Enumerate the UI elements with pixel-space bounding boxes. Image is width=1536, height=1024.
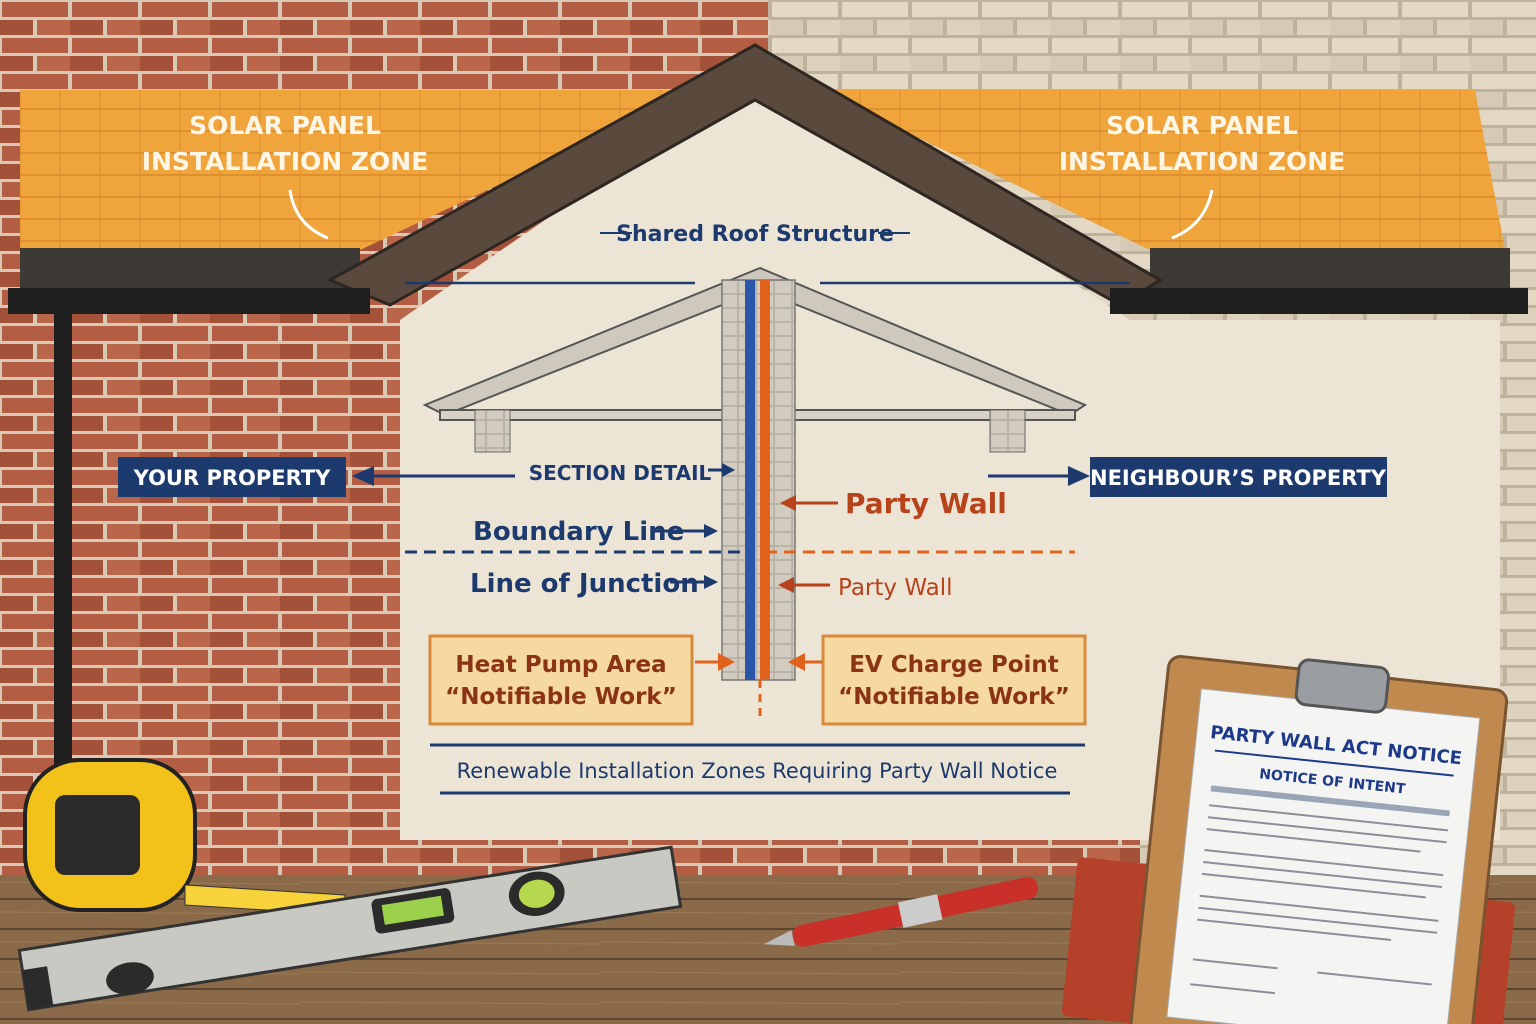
downpipe — [54, 314, 72, 764]
gutter-left — [8, 288, 370, 314]
orange-membrane — [760, 280, 770, 680]
line-of-junction-label: Line of Junction — [470, 569, 699, 599]
ev-charge-title: EV Charge Point — [849, 652, 1059, 678]
your-property-badge — [118, 457, 346, 497]
arrow-icon — [288, 189, 329, 240]
section-detail-label: SECTION DETAIL — [529, 461, 712, 485]
notice-body-text-lines — [1190, 804, 1448, 995]
party-wall-section — [721, 279, 796, 681]
solar-zone-right-line2: INSTALLATION ZONE — [1059, 147, 1346, 176]
arrow-icon — [718, 653, 735, 671]
roof-right-eave-tiles — [1150, 248, 1510, 288]
diagram-caption: Renewable Installation Zones Requiring P… — [457, 759, 1058, 783]
party-wall-label-upper: Party Wall — [845, 487, 1007, 520]
gutter-right — [1110, 288, 1528, 314]
heat-pump-box: Heat Pump Area “Notifiable Work” — [428, 634, 694, 726]
arrow-icon — [1171, 189, 1214, 240]
neighbours-property-badge — [1090, 457, 1387, 497]
heat-pump-title: Heat Pump Area — [455, 652, 666, 678]
blue-membrane — [745, 280, 755, 680]
pen — [763, 877, 1039, 947]
roof-left-solar-zone — [20, 90, 700, 250]
boundary-line-label: Boundary Line — [473, 517, 684, 547]
roof-right-solar-zone — [820, 90, 1505, 250]
solar-zone-left-line1: SOLAR PANEL — [189, 111, 381, 140]
your-property-label: YOUR PROPERTY — [133, 466, 332, 490]
roof-left-eave-tiles — [20, 248, 360, 288]
ev-charge-box: EV Charge Point “Notifiable Work” — [821, 634, 1087, 726]
party-wall-label-lower: Party Wall — [838, 575, 952, 601]
arrow-left-icon — [352, 466, 374, 486]
heat-pump-subtitle: “Notifiable Work” — [445, 684, 677, 710]
clipboard-clip — [1294, 658, 1390, 714]
spirit-level — [17, 845, 683, 1012]
arrow-icon — [788, 653, 805, 671]
arrow-right-icon — [1068, 466, 1090, 486]
party-wall-notice-clipboard[interactable]: PARTY WALL ACT NOTICE NOTICE OF INTENT — [1060, 638, 1536, 1024]
shared-roof-label: Shared Roof Structure — [616, 222, 894, 247]
neighbours-property-label: NEIGHBOUR’S PROPERTY — [1090, 466, 1387, 490]
ev-charge-subtitle: “Notifiable Work” — [838, 684, 1070, 710]
solar-zone-right-line1: SOLAR PANEL — [1106, 111, 1298, 140]
solar-zone-left-line2: INSTALLATION ZONE — [142, 147, 429, 176]
